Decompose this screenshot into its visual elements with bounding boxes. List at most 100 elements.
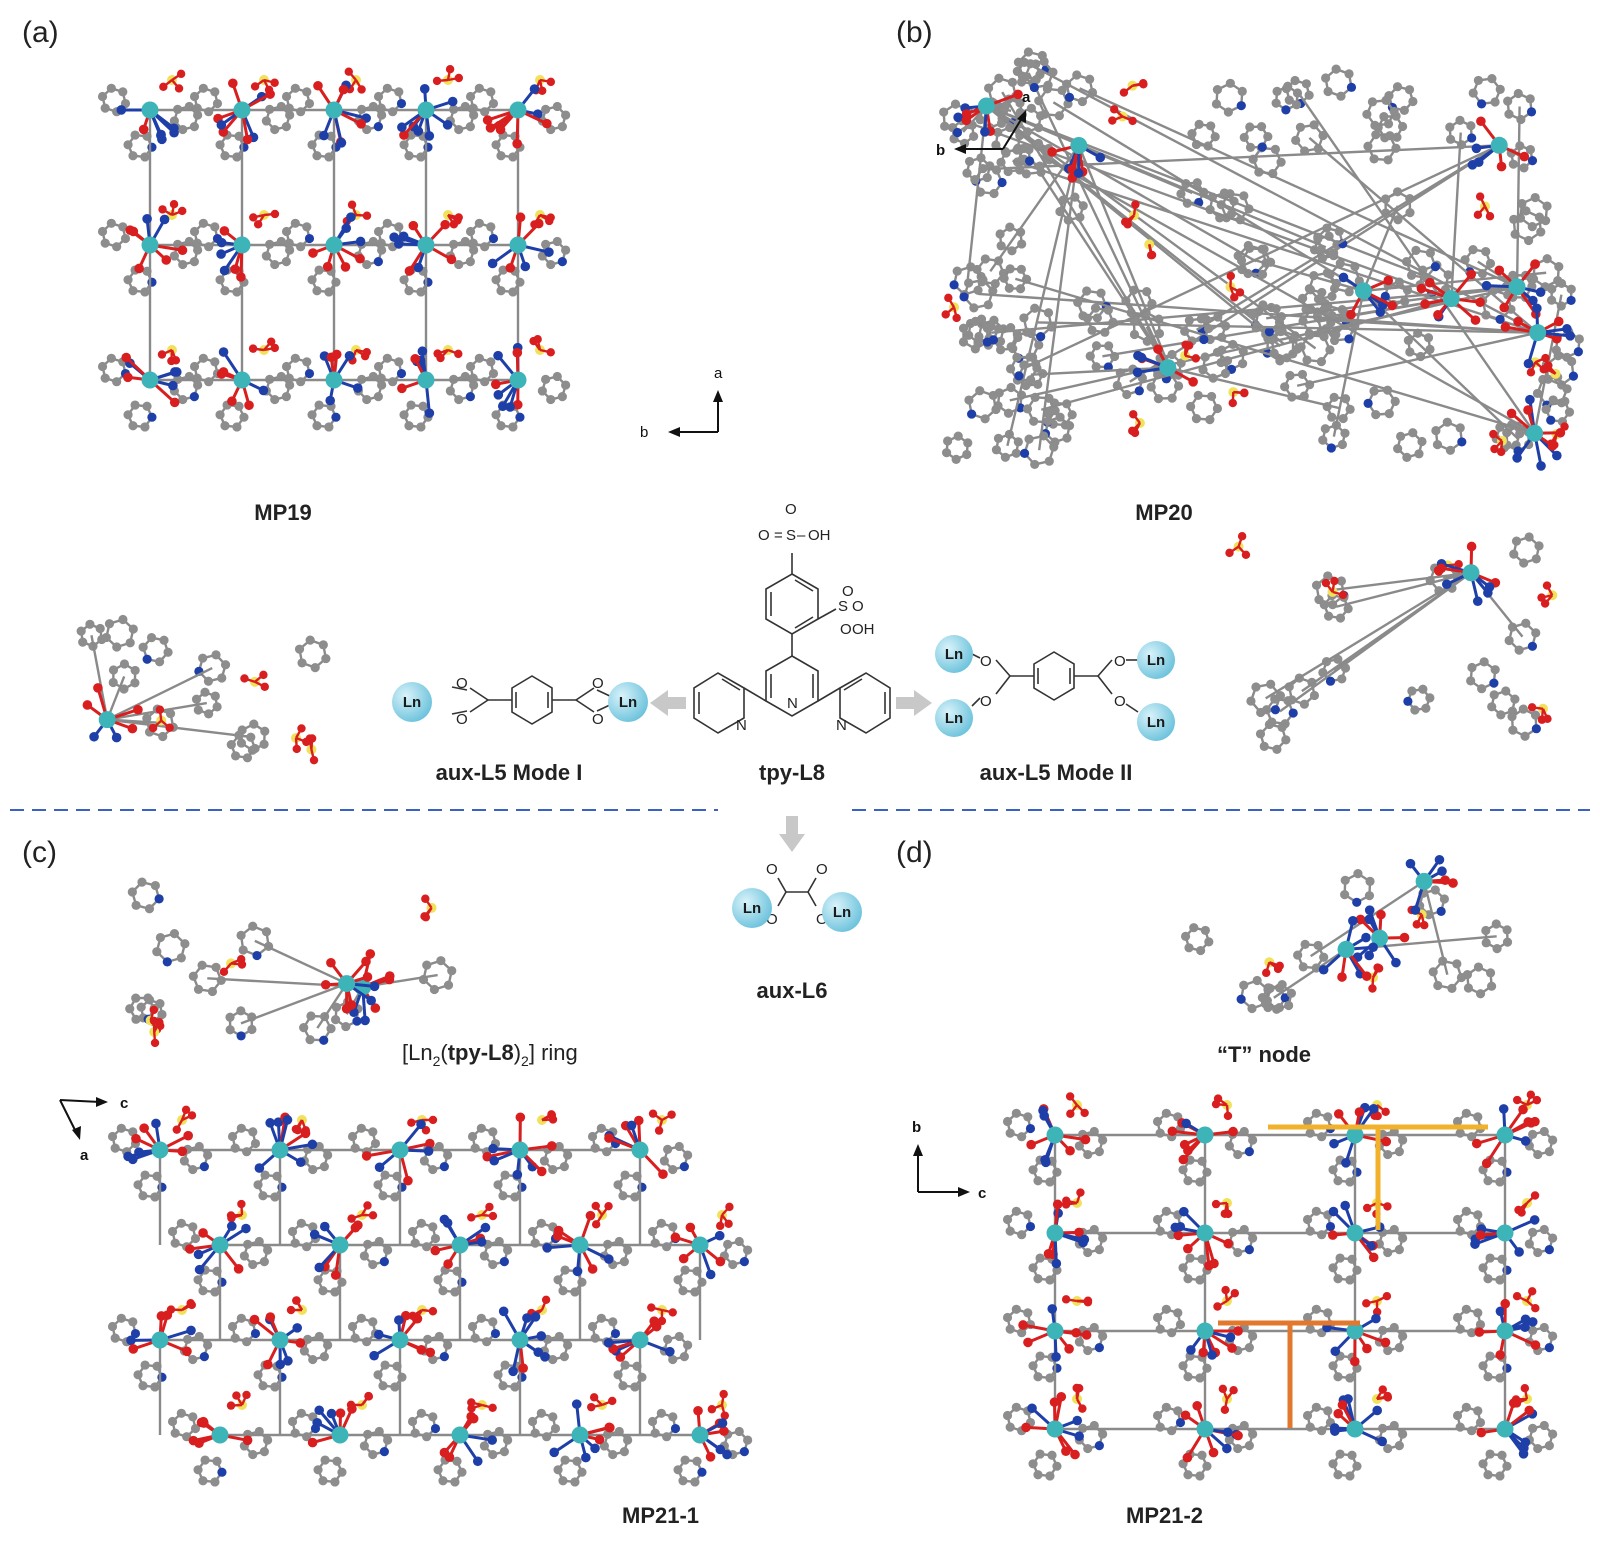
carbon-atom	[1408, 96, 1418, 107]
tpy-bond-dash1: –	[797, 527, 806, 544]
oxygen-atom	[1532, 1095, 1542, 1105]
nitrogen-atom	[1199, 334, 1209, 345]
carbon-atom	[1338, 413, 1348, 424]
carbon-atom	[1030, 459, 1040, 470]
carbon-atom	[1333, 1274, 1343, 1284]
carbon-atom	[1073, 297, 1083, 307]
oxygen-atom	[1474, 1327, 1485, 1337]
carbon-atom	[1089, 1420, 1099, 1431]
carbon-atom	[541, 239, 551, 249]
nitrogen-atom	[480, 1222, 491, 1233]
carbon-atom	[1528, 1325, 1538, 1335]
carbon-atom	[287, 1416, 298, 1427]
axis-indicator-a: a b	[640, 365, 723, 441]
oxygen-atom	[1338, 590, 1348, 600]
carbon-atom	[1524, 1239, 1534, 1249]
carbon-atom	[118, 614, 128, 625]
carbon-atom	[1276, 157, 1286, 167]
carbon-atom	[1507, 711, 1517, 722]
carbon-atom	[1343, 604, 1353, 614]
oxygen-atom	[542, 118, 552, 129]
lanthanide-atom	[98, 711, 116, 729]
oxygen-atom	[313, 80, 323, 91]
tpy-atom-o3: O	[842, 583, 854, 600]
carbon-atom	[1301, 79, 1311, 89]
oxygen-atom	[156, 1311, 167, 1321]
carbon-atom	[962, 168, 972, 178]
carbon-atom	[1030, 303, 1040, 313]
nitrogen-atom	[739, 1447, 749, 1457]
carbon-atom	[1445, 445, 1456, 455]
oxygen-atom	[150, 1038, 160, 1048]
axis-label-d-up: b	[912, 1119, 921, 1136]
oxygen-atom	[361, 956, 371, 967]
oxygen-atom	[216, 369, 227, 379]
carbon-atom	[377, 110, 387, 120]
carbon-atom	[407, 1226, 418, 1237]
carbon-atom	[1202, 1167, 1212, 1177]
oxygen-atom	[1228, 1126, 1238, 1137]
oxygen-atom	[1047, 147, 1057, 157]
oxygen-atom	[233, 1264, 244, 1274]
carbon-atom	[577, 1277, 587, 1287]
oxygen-atom	[1080, 1108, 1089, 1118]
lanthanide-atom	[1196, 1322, 1214, 1340]
oxygen-atom	[338, 84, 349, 95]
oxygen-atom	[591, 1201, 600, 1211]
nitrogen-atom	[439, 1352, 449, 1362]
carbon-atom	[1398, 1233, 1408, 1243]
carbon-atom	[1281, 735, 1291, 745]
lanthanide-atom	[509, 371, 527, 389]
carbon-atom	[318, 1286, 328, 1296]
oxygen-atom	[149, 1005, 159, 1015]
carbon-atom	[197, 960, 207, 970]
oxygen-atom	[194, 1438, 204, 1448]
carbon-atom	[118, 222, 128, 232]
carbon-atom	[662, 1432, 672, 1442]
carbon-atom	[191, 694, 202, 704]
nitrogen-atom	[439, 1162, 449, 1172]
oxygen-atom	[604, 1422, 615, 1433]
l6-atom-o1: O	[766, 861, 778, 878]
oxygen-atom	[425, 1347, 436, 1358]
carbon-atom	[189, 91, 200, 102]
carbon-atom	[561, 110, 571, 120]
oxygen-atom	[1147, 250, 1157, 260]
carbon-atom	[1329, 392, 1339, 402]
carbon-atom	[236, 1313, 246, 1323]
carbon-atom	[1005, 1422, 1015, 1432]
carbon-atom	[454, 259, 464, 270]
oxygen-atom	[1078, 1404, 1087, 1413]
nitrogen-atom	[499, 1257, 509, 1267]
carbon-atom	[1050, 406, 1060, 416]
oxygen-atom	[421, 913, 431, 922]
nitrogen-atom	[423, 1146, 434, 1156]
nitrogen-atom	[697, 1467, 707, 1477]
carbon-atom	[1094, 1245, 1104, 1255]
carbon-atom	[324, 152, 334, 162]
oxygen-atom	[944, 293, 953, 303]
oxygen-atom	[1370, 1111, 1379, 1120]
oxygen-atom	[182, 1346, 192, 1357]
nitrogen-atom	[216, 120, 227, 130]
carbon-atom	[1026, 103, 1036, 113]
carbon-atom	[468, 103, 478, 113]
carbon-atom	[1362, 109, 1372, 119]
carbon-atom	[382, 353, 392, 363]
carbon-atom	[1184, 315, 1194, 325]
carbon-atom	[1153, 393, 1164, 404]
carbon-atom	[1045, 1471, 1055, 1481]
carbon-atom	[1200, 352, 1210, 362]
carbon-atom	[155, 932, 166, 943]
oxygen-atom	[1061, 1295, 1071, 1304]
oxygen-atom	[1229, 1386, 1238, 1395]
carbon-atom	[178, 259, 188, 270]
carbon-atom	[296, 1218, 306, 1228]
carbon-atom	[169, 928, 180, 939]
oxygen-atom	[232, 1391, 241, 1400]
axis-label-a-up: a	[714, 365, 723, 382]
carbon-atom	[296, 107, 306, 117]
carbon-atom	[78, 637, 88, 647]
oxygen-atom	[237, 1199, 246, 1209]
carbon-atom	[673, 1275, 683, 1285]
